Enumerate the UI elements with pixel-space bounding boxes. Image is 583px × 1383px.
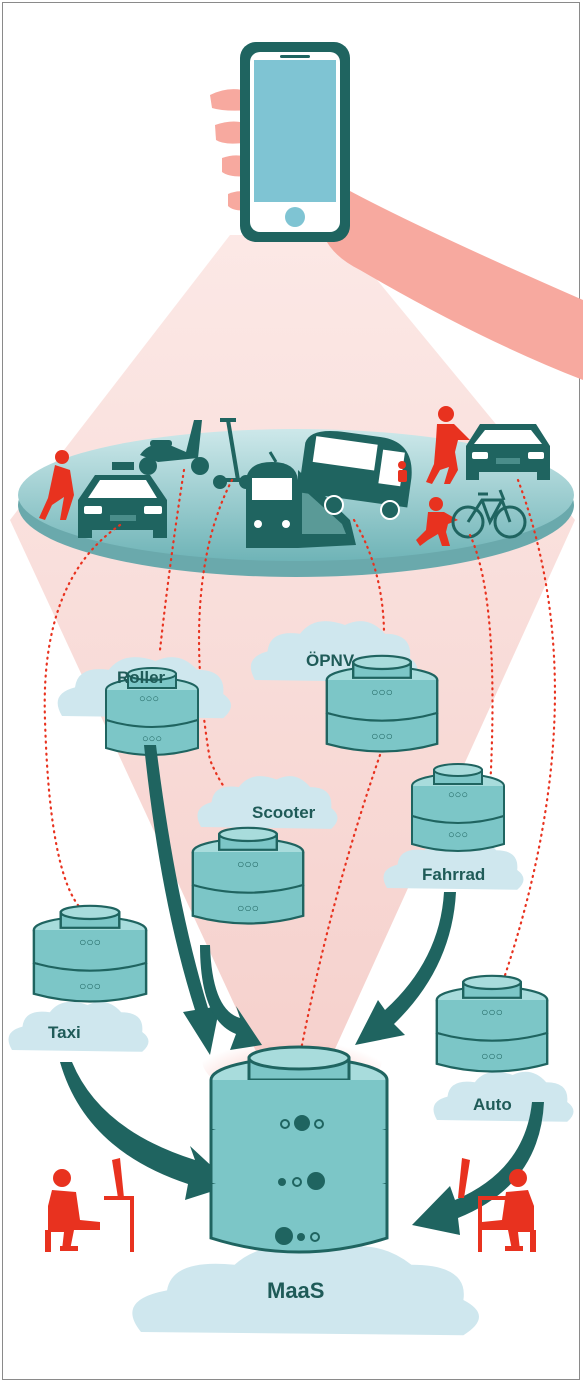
svg-text:○○○: ○○○ (79, 979, 101, 993)
label-fahrrad: Fahrrad (422, 865, 485, 884)
database-fahrrad: ○○○ ○○○ (411, 763, 505, 852)
taxi-icon (78, 462, 167, 538)
svg-text:○○○: ○○○ (371, 729, 393, 743)
arrows (60, 745, 544, 1235)
car-icon (466, 424, 550, 480)
bus-icon (298, 430, 412, 520)
person-icon (39, 450, 74, 520)
svg-text:○○○: ○○○ (481, 1049, 503, 1063)
hand-holding-phone (210, 42, 583, 380)
svg-text:○○○: ○○○ (481, 1005, 503, 1019)
database-taxi: ○○○ ○○○ (32, 904, 148, 1003)
svg-text:○○○: ○○○ (237, 901, 259, 915)
person-icon (398, 461, 407, 482)
vehicles (39, 406, 550, 548)
smartphone-icon (240, 42, 350, 242)
database-auto: ○○○ ○○○ (435, 974, 549, 1073)
svg-text:○○○: ○○○ (448, 829, 468, 841)
database-scooter: ○○○ ○○○ (191, 826, 305, 925)
label-oepnv: ÖPNV (306, 651, 355, 670)
bicycle-icon (451, 489, 527, 539)
svg-text:○○○: ○○○ (79, 935, 101, 949)
label-roller: Roller (117, 668, 166, 687)
arrow-icon (200, 945, 262, 1050)
person-icon (416, 497, 458, 546)
arrow-icon (60, 1062, 232, 1200)
label-scooter: Scooter (252, 803, 316, 822)
svg-text:○○○: ○○○ (142, 733, 162, 745)
arrow-icon (144, 745, 220, 1055)
database-oepnv: ○○○ ○○○ (325, 654, 439, 753)
desk-worker-icon (45, 1158, 134, 1252)
label-auto: Auto (473, 1095, 512, 1114)
database-roller: ○○○ ○○○ (105, 667, 199, 756)
arrow-icon (355, 892, 456, 1045)
svg-text:○○○: ○○○ (139, 693, 159, 705)
label-taxi: Taxi (48, 1023, 81, 1042)
arrow-icon (412, 1102, 544, 1235)
scooter-icon (139, 420, 209, 475)
svg-text:○○○: ○○○ (237, 857, 259, 871)
database-maas (209, 1045, 389, 1254)
label-maas: MaaS (267, 1278, 324, 1303)
svg-text:○○○: ○○○ (371, 685, 393, 699)
svg-text:○○○: ○○○ (448, 789, 468, 801)
person-icon (426, 406, 470, 484)
desk-worker-icon (458, 1158, 536, 1252)
